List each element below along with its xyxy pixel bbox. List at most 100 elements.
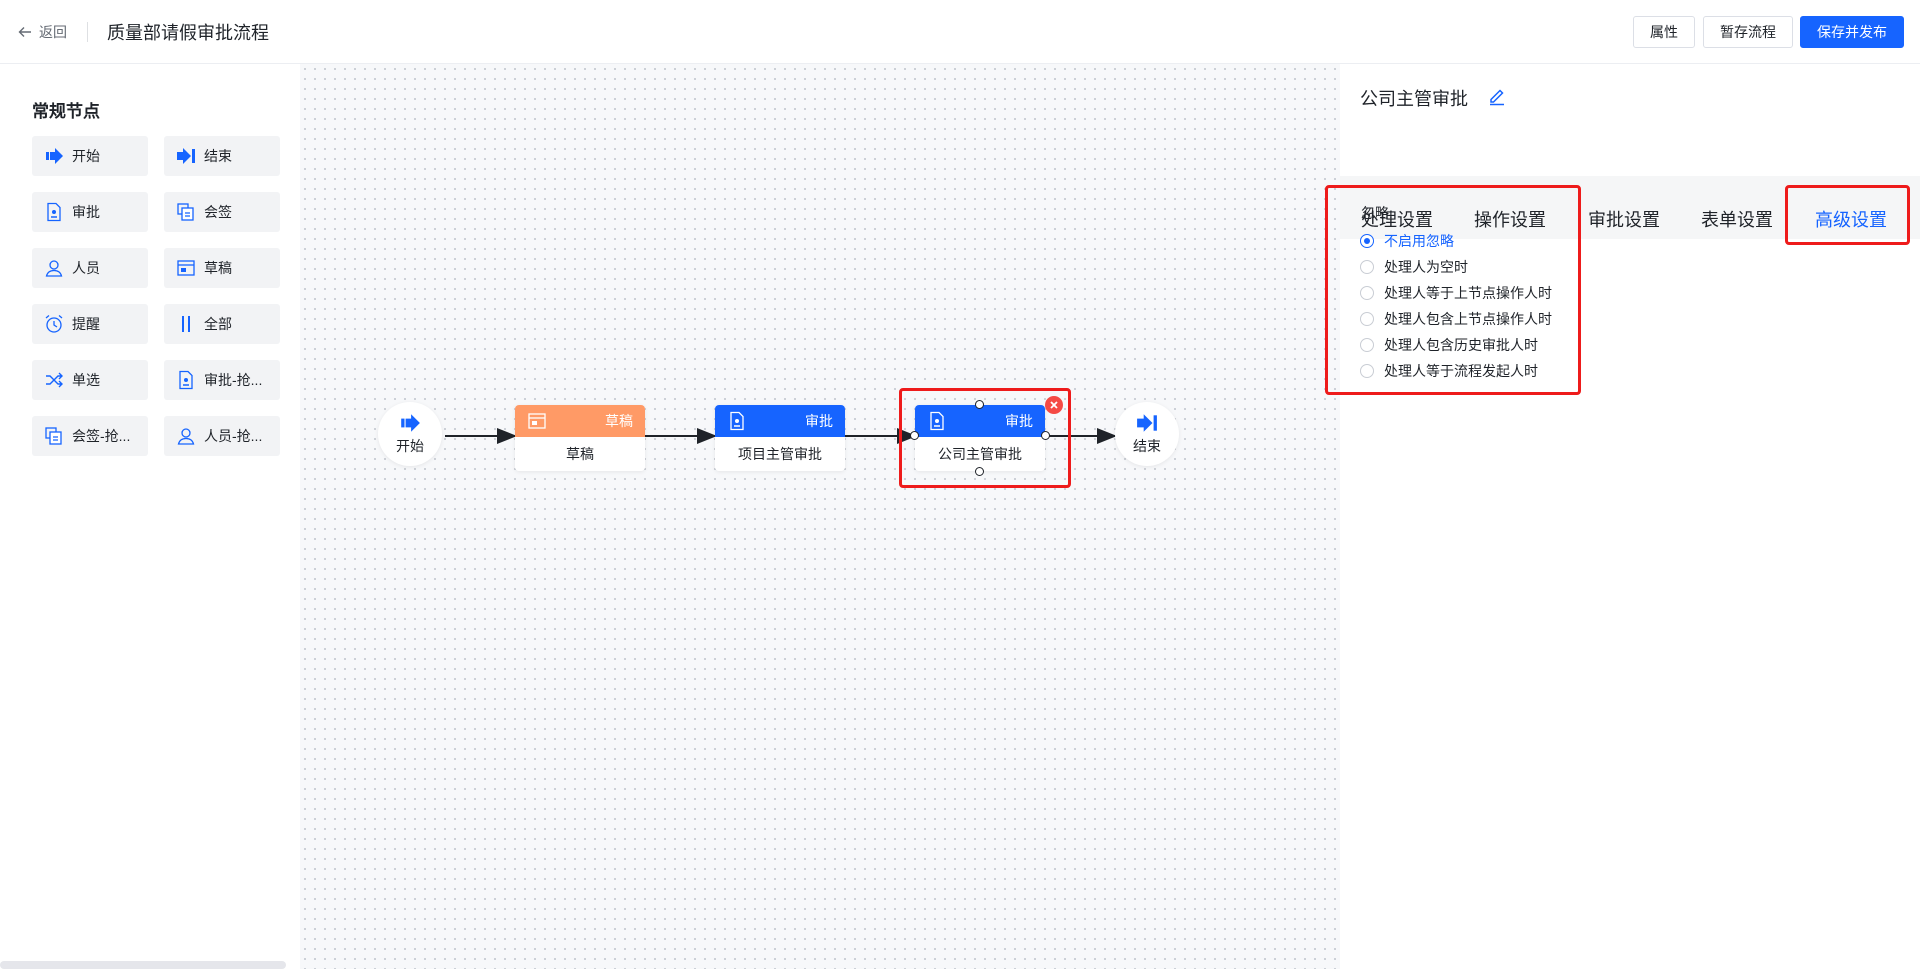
radio-option-contains-history-approver[interactable]: 处理人包含历史审批人时 [1360,335,1538,355]
tab-operation-settings[interactable]: 操作设置 [1474,210,1546,230]
flow-node-label: 公司主管审批 [938,446,1022,462]
palette-item-label: 草稿 [204,260,232,276]
radio-label: 处理人为空时 [1384,259,1468,275]
flow-node-label: 项目主管审批 [738,446,822,462]
close-icon [1050,401,1058,409]
tab-form-settings[interactable]: 表单设置 [1701,210,1773,230]
countersign-icon [177,203,194,221]
palette-item-label: 人员 [72,260,100,276]
palette-item-draft[interactable]: 草稿 [164,248,280,288]
flow-node-project-approve[interactable]: 审批 项目主管审批 [715,405,845,471]
radio-option-equals-initiator[interactable]: 处理人等于流程发起人时 [1360,361,1538,381]
flow-node-company-approve[interactable]: 审批 公司主管审批 [915,405,1045,471]
palette-item-label: 全部 [204,316,232,332]
radio-option-handler-empty[interactable]: 处理人为空时 [1360,257,1468,277]
palette-item-label: 单选 [72,372,100,388]
start-arrow-icon [46,148,63,164]
flow-node-label: 开始 [396,438,424,454]
ignore-label: 忽略: [1361,205,1393,221]
tab-advanced-settings[interactable]: 高级设置 [1815,210,1887,230]
approve-doc-icon [730,411,744,431]
radio-label: 处理人包含历史审批人时 [1384,337,1538,353]
flow-connectors [445,428,1117,444]
top-header: 返回 质量部请假审批流程 属性 暂存流程 保存并发布 [0,0,1920,64]
alarm-clock-icon [45,315,63,333]
radio-dot [1360,312,1374,326]
node-settings-panel: 公司主管审批 处理设置 操作设置 审批设置 表单设置 高级设置 忽略: 不启用忽… [1325,64,1920,969]
palette-item-label: 提醒 [72,316,100,332]
connect-handle-bottom[interactable] [975,467,984,476]
countersign-icon [45,427,62,445]
radio-option-equals-prev-operator[interactable]: 处理人等于上节点操作人时 [1360,283,1552,303]
horizontal-scrollbar[interactable] [0,961,286,969]
palette-item-countersign[interactable]: 会签 [164,192,280,232]
end-arrow-icon [1137,414,1157,432]
radio-option-contains-prev-operator[interactable]: 处理人包含上节点操作人时 [1360,309,1552,329]
flow-node-end[interactable]: 结束 [1115,402,1179,466]
radio-dot [1360,364,1374,378]
page-title: 质量部请假审批流程 [107,23,269,43]
flow-canvas[interactable]: 开始 草稿 草稿 审批 项目主管审批 审批 公司主管审批 结束 [300,64,1340,969]
palette-item-label: 开始 [72,148,100,164]
tab-process-settings[interactable]: 处理设置 [1361,210,1433,230]
approve-doc-icon [179,370,193,390]
properties-button[interactable]: 属性 [1633,16,1695,48]
palette-item-approve[interactable]: 审批 [32,192,148,232]
panel-title: 公司主管审批 [1360,89,1468,109]
radio-dot [1360,234,1374,248]
palette-item-end[interactable]: 结束 [164,136,280,176]
shuffle-icon [46,372,63,388]
palette-item-person[interactable]: 人员 [32,248,148,288]
palette-item-all[interactable]: 全部 [164,304,280,344]
flow-node-header: 草稿 [515,405,645,437]
palette-item-countersign-grab[interactable]: 会签-抢... [32,416,148,456]
flow-node-label: 草稿 [566,446,594,462]
flow-node-draft[interactable]: 草稿 草稿 [515,405,645,471]
palette-item-person-grab[interactable]: 人员-抢... [164,416,280,456]
radio-option-disable-ignore[interactable]: 不启用忽略 [1360,231,1454,251]
save-draft-button[interactable]: 暂存流程 [1703,16,1793,48]
back-button[interactable]: 返回 [17,22,67,42]
palette-item-single-choice[interactable]: 单选 [32,360,148,400]
flow-node-header: 审批 [715,405,845,437]
draft-window-icon [177,260,195,276]
palette-item-reminder[interactable]: 提醒 [32,304,148,344]
palette-title: 常规节点 [32,102,100,121]
arrow-left-icon [18,27,31,37]
person-icon [177,428,195,445]
flow-node-type: 草稿 [605,413,633,429]
person-icon [45,260,63,277]
radio-dot [1360,286,1374,300]
back-label: 返回 [39,24,67,40]
palette-item-start[interactable]: 开始 [32,136,148,176]
save-publish-button[interactable]: 保存并发布 [1800,16,1904,48]
tab-approval-settings[interactable]: 审批设置 [1588,210,1660,230]
edit-icon[interactable] [1488,86,1506,106]
approve-doc-icon [47,202,61,222]
connect-handle-left[interactable] [910,431,919,440]
flow-node-label: 结束 [1133,438,1161,454]
connect-handle-right[interactable] [1041,431,1050,440]
flow-node-type: 审批 [1005,413,1033,429]
palette-item-label: 会签 [204,204,232,220]
header-divider [87,22,88,42]
radio-dot [1360,260,1374,274]
palette-item-approve-grab[interactable]: 审批-抢... [164,360,280,400]
flow-node-start[interactable]: 开始 [378,402,442,466]
flow-node-type: 审批 [805,413,833,429]
end-arrow-icon [177,148,195,164]
draft-window-icon [528,413,546,429]
flow-node-header: 审批 [915,405,1045,437]
approve-doc-icon [930,411,944,431]
radio-label: 处理人等于上节点操作人时 [1384,285,1552,301]
start-arrow-icon [401,414,420,432]
palette-item-label: 会签-抢... [72,428,131,444]
palette-item-label: 审批-抢... [204,372,263,388]
all-bars-icon [182,316,190,332]
radio-label: 不启用忽略 [1384,233,1454,249]
delete-node-button[interactable] [1045,396,1063,414]
connect-handle-top[interactable] [975,400,984,409]
palette-item-label: 人员-抢... [204,428,263,444]
palette-item-label: 审批 [72,204,100,220]
palette-item-label: 结束 [204,148,232,164]
